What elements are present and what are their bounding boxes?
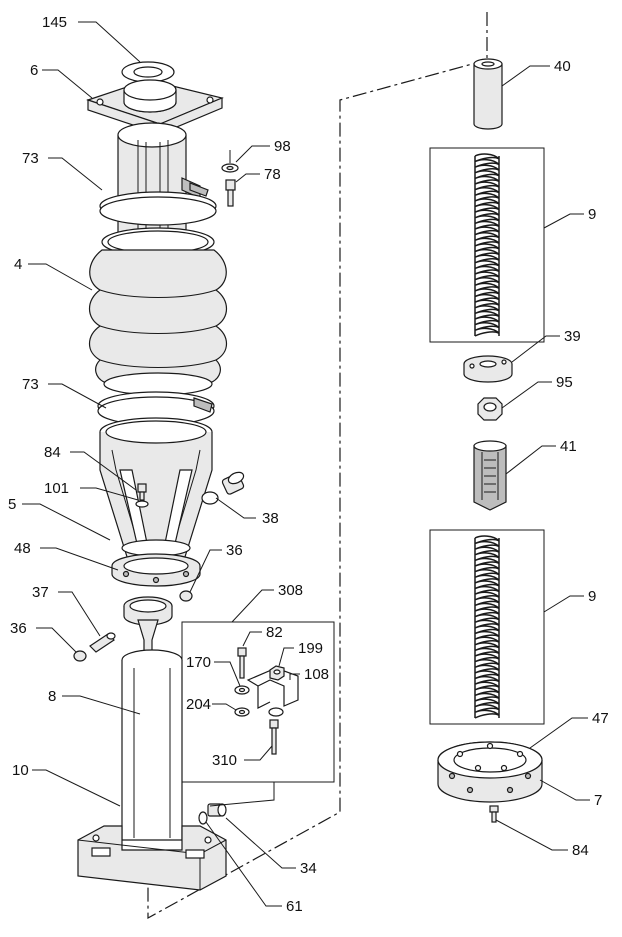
callout-9-lower: 9 [588,588,596,605]
part-108-kit-bracket [246,667,299,709]
part-38-plug [201,471,245,505]
part-9-upper-spring [474,153,500,337]
callout-101: 101 [44,480,69,497]
callout-39: 39 [564,328,581,345]
callout-38: 38 [262,510,279,527]
part-204-kit-washer [234,707,250,717]
part-6-top-plate [86,79,224,135]
callout-204: 204 [186,696,211,713]
callout-41: 41 [560,438,577,455]
callout-145: 145 [42,14,67,31]
part-40-sleeve [473,58,503,130]
callout-4: 4 [14,256,22,273]
part-145-ring [121,61,175,83]
part-10-guide-cylinder [77,649,227,891]
callout-84-right: 84 [572,842,589,859]
part-101-small-washer [135,500,149,508]
part-36-damper-b [73,650,87,662]
callout-36-upper: 36 [226,542,243,559]
callout-labels: 145 6 73 98 78 4 73 84 101 5 38 48 36 37… [8,14,609,915]
part-310-kit-bolt [269,719,279,755]
callout-6: 6 [30,62,38,79]
part-98-washer [221,163,239,173]
callout-73-lower: 73 [22,376,39,393]
part-37-pin [89,632,116,653]
part-5-lower-housing [99,417,213,561]
part-170-kit-washer [234,685,250,695]
part-9-lower-spring [474,535,500,719]
part-82-kit-bolt [237,647,247,679]
callout-73-upper: 73 [22,150,39,167]
callout-7: 7 [594,792,602,809]
callout-47: 47 [592,710,609,727]
callout-61: 61 [286,898,303,915]
part-kit-washer-lower [268,707,284,717]
callout-95: 95 [556,374,573,391]
part-199-kit-nut [269,665,285,681]
assembly-dash-line [147,12,488,920]
callout-34: 34 [300,860,317,877]
part-61-side-washer [198,811,208,825]
callout-98: 98 [274,138,291,155]
part-9-lower-spring-box [429,529,545,725]
part-78-bolt [225,179,236,207]
callout-84-left: 84 [44,444,61,461]
callout-108: 108 [304,666,329,683]
callout-48: 48 [14,540,31,557]
part-48-housing-ring [111,553,201,587]
leader-lines [22,21,590,907]
part-47-ring-face [456,742,524,772]
callout-78: 78 [264,166,281,183]
part-41-threaded-insert [473,440,507,511]
callout-36-lower: 36 [10,620,27,637]
callout-199: 199 [298,640,323,657]
callout-310: 310 [212,752,237,769]
callout-5: 5 [8,496,16,513]
part-84-screw [489,805,499,823]
part-73-lower-clamp [97,391,215,426]
part-7-base-ring [437,741,543,803]
callout-10: 10 [12,762,29,779]
part-308-kit-box [181,621,335,783]
part-9-upper-spring-box [429,147,545,343]
callout-82: 82 [266,624,283,641]
part-34-side-plug [207,803,227,817]
callout-8: 8 [48,688,56,705]
callout-9-upper: 9 [588,206,596,223]
part-84-small-bolt [137,483,147,501]
part-73-upper-clamp [99,182,217,226]
part-36-damper-a [179,590,193,602]
callout-37: 37 [32,584,49,601]
callout-40: 40 [554,58,571,75]
callout-308: 308 [278,582,303,599]
part-4-bellows [88,227,228,396]
part-39-spring-plate [463,355,513,383]
part-95-nut [477,397,503,421]
callout-170: 170 [186,654,211,671]
